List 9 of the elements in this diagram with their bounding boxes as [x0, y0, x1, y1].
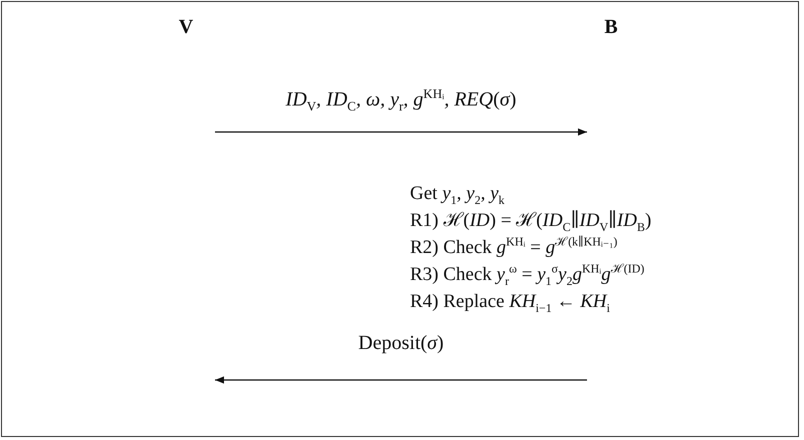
protocol-step: R4) Replace KH$_{i−1}$ ← KH$_{i}$	[410, 288, 652, 315]
message-label: ID$_{V}$, ID$_{C}$, ω, y$_{r}$, g$^{KHᵢ}$, REQ(σ)	[286, 86, 516, 115]
message-label: Deposit(σ)	[358, 332, 444, 355]
protocol-step: R3) Check y$_{r}$$^{ω}$ = y$_{1}$$^{σ}$y$_{2}$g$^{KHᵢ}$g$^{ℋ(ID)}$	[410, 261, 652, 288]
party-name: V	[178, 16, 194, 39]
protocol-step: R1) ℋ(ID) = ℋ(ID$_{C}$∥ID$_{V}$∥ID$_{B}$)	[410, 207, 652, 234]
protocol-step: Get y$_{1}$, y$_{2}$, y$_{k}$	[410, 180, 652, 207]
party-name: B	[604, 16, 618, 39]
protocol-step: R2) Check g$^{KHᵢ}$ = g$^{ℋ(k∥KHᵢ₋₁)}$	[410, 234, 652, 261]
